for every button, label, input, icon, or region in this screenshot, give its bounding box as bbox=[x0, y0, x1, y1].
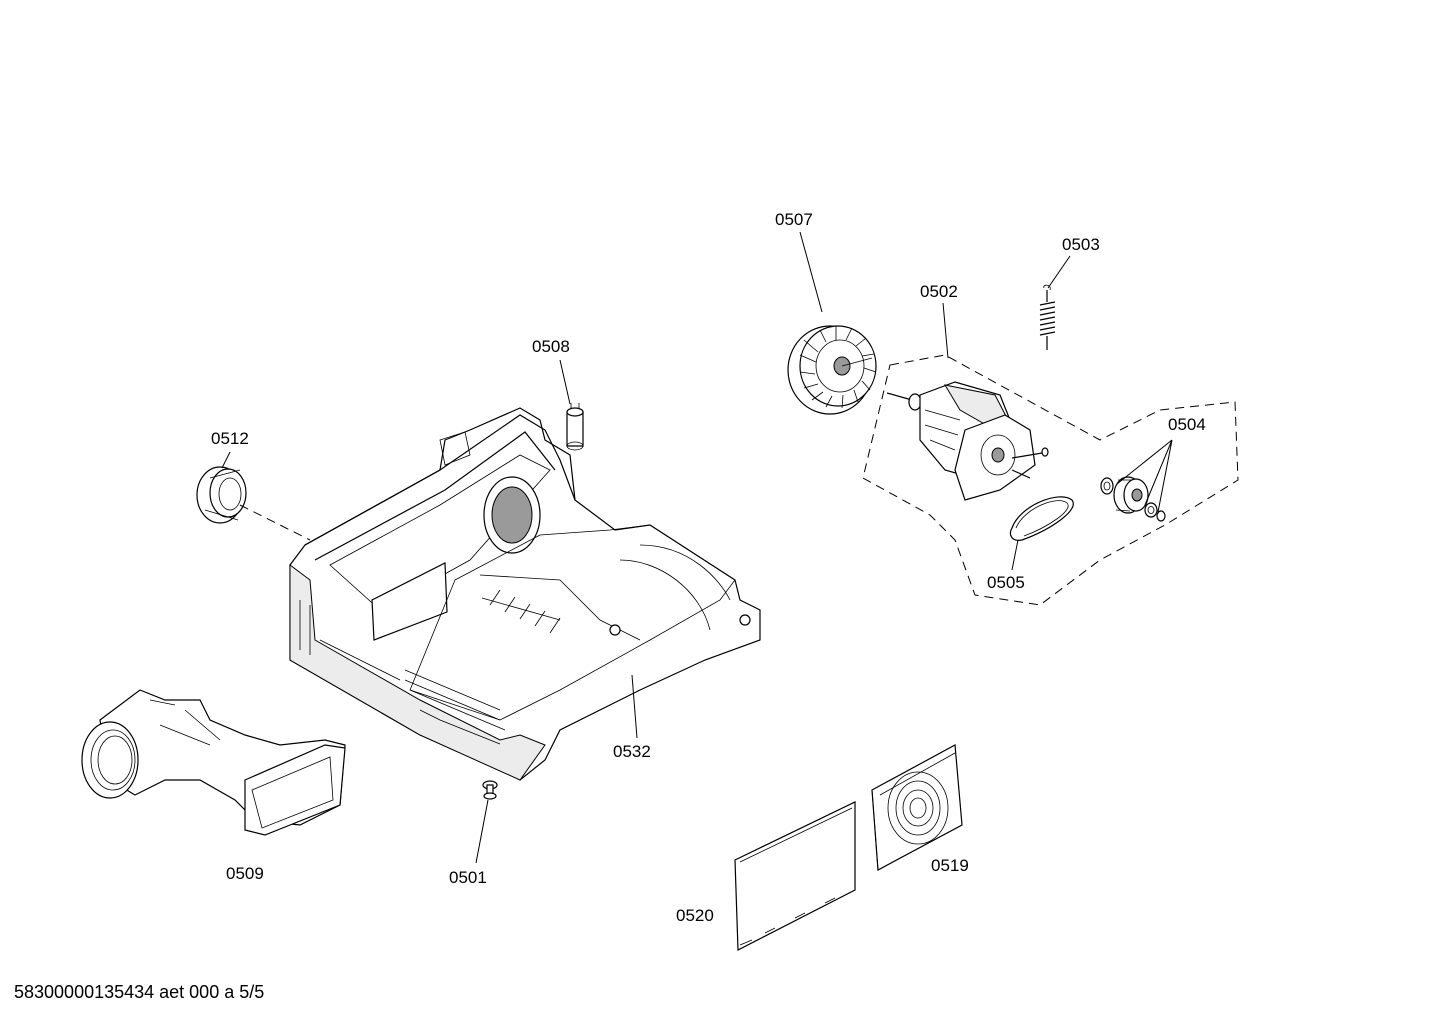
part-0507-fan-wheel bbox=[787, 325, 877, 415]
part-0505-belt bbox=[1009, 496, 1074, 541]
part-0503-spring bbox=[1039, 284, 1056, 350]
leader-lines bbox=[221, 231, 1173, 864]
label-0519: 0519 bbox=[931, 856, 969, 875]
part-0520-filter-panel bbox=[734, 801, 856, 951]
label-0503: 0503 bbox=[1062, 235, 1100, 254]
part-0509-air-duct bbox=[81, 689, 346, 836]
part-0504-pulley bbox=[1100, 476, 1166, 522]
label-0502: 0502 bbox=[920, 282, 958, 301]
part-0519-grille-panel bbox=[871, 744, 963, 871]
label-0509: 0509 bbox=[226, 864, 264, 883]
label-0512: 0512 bbox=[211, 429, 249, 448]
label-0507: 0507 bbox=[775, 210, 813, 229]
label-0532: 0532 bbox=[613, 742, 651, 761]
label-0508: 0508 bbox=[532, 337, 570, 356]
part-0512-round-cap bbox=[196, 466, 247, 524]
label-0504: 0504 bbox=[1168, 415, 1206, 434]
label-0501: 0501 bbox=[449, 868, 487, 887]
part-0502-motor bbox=[862, 354, 1239, 606]
part-0501-screw bbox=[482, 780, 498, 800]
document-id: 58300000135434 aet 000 a 5/5 bbox=[14, 982, 265, 1002]
part-0532-base-housing bbox=[289, 407, 761, 781]
label-0520: 0520 bbox=[676, 906, 714, 925]
part-0508-capacitor bbox=[566, 403, 584, 451]
label-0505: 0505 bbox=[987, 573, 1025, 592]
